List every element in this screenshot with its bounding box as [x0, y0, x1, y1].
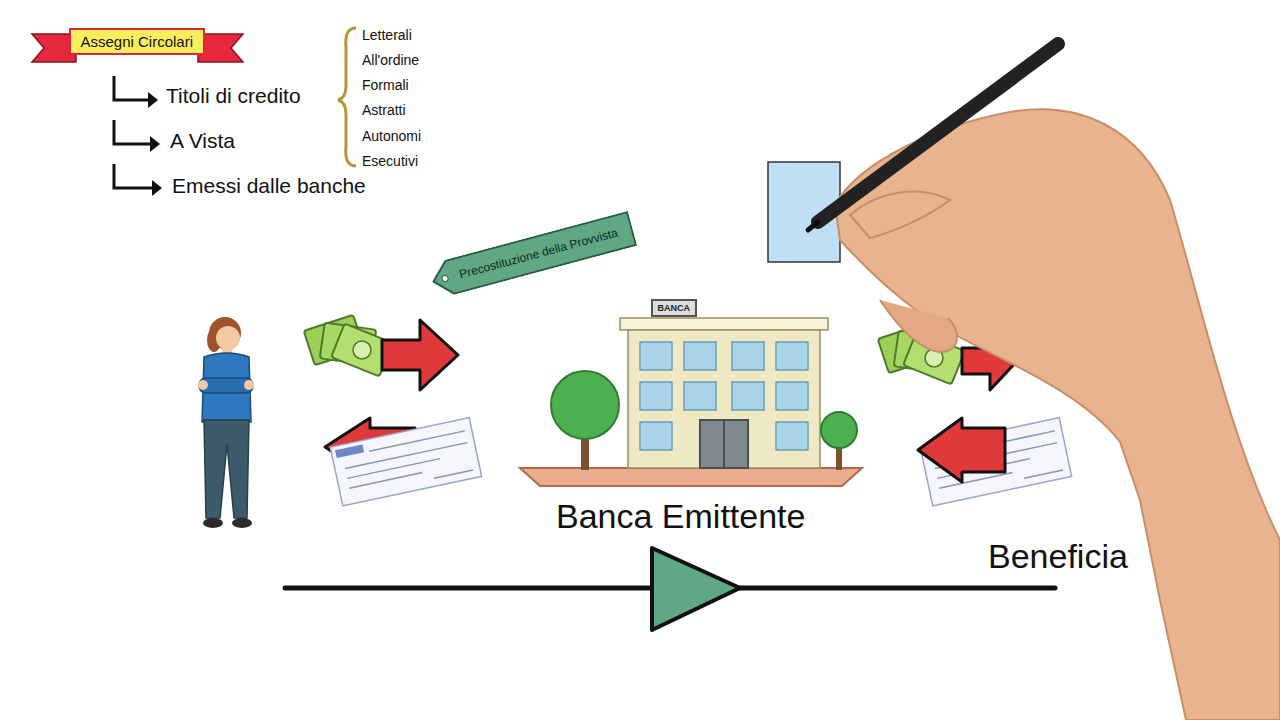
brace [338, 28, 356, 166]
door [700, 420, 748, 468]
trousers [204, 420, 249, 518]
list-item: Emessi dalle banche [172, 174, 366, 198]
tag-outline [429, 212, 636, 298]
window [640, 422, 672, 450]
window [684, 342, 716, 370]
shoe [203, 518, 223, 528]
window [640, 382, 672, 410]
hook-arrow [114, 76, 150, 100]
window [776, 342, 808, 370]
beneficiary-caption: Beneficia [988, 537, 1128, 576]
woman-figure [198, 317, 254, 528]
banner-title: Assegni Circolari [69, 28, 206, 55]
window [684, 382, 716, 410]
tree-crown [821, 412, 857, 448]
door-split [723, 420, 725, 468]
shoe [232, 518, 252, 528]
feature-item: Esecutivi [362, 153, 418, 169]
window [776, 382, 808, 410]
window [640, 342, 672, 370]
roof [620, 318, 828, 330]
arrow-head [152, 180, 162, 196]
window [732, 382, 764, 410]
feature-item: Autonomi [362, 128, 421, 144]
hook-arrow [114, 164, 154, 188]
finger [880, 300, 957, 352]
feature-item: Letterali [362, 27, 412, 43]
arrow-head [150, 136, 160, 152]
hook-arrow [114, 120, 152, 144]
money-stack [304, 315, 393, 377]
tag-hole [441, 275, 448, 282]
red-arrow [382, 320, 458, 390]
list-item: A Vista [170, 129, 235, 153]
crossed-arms [199, 378, 253, 393]
pen-tip [808, 222, 818, 230]
thumb [850, 192, 950, 238]
node-text: Assegni Circolari [81, 33, 194, 50]
drawing-hand [808, 44, 1280, 720]
ground [520, 468, 862, 486]
feature-item: Astratti [362, 102, 406, 118]
building [628, 330, 820, 468]
hand [244, 380, 254, 390]
hand [198, 380, 208, 390]
face [216, 326, 240, 350]
tree-crown [551, 371, 619, 439]
window [776, 422, 808, 450]
red-arrow [918, 418, 1005, 482]
hair [209, 317, 241, 349]
bank-illustration [520, 318, 862, 486]
cheque-paper [330, 418, 481, 506]
list-item: Titoli di credito [166, 84, 301, 108]
node-text: BANCA [658, 303, 691, 313]
arrow-head [148, 92, 158, 108]
feature-item: All'ordine [362, 52, 419, 68]
bank-sign: BANCA [651, 299, 698, 317]
cheque-logo [335, 444, 364, 458]
cheque-lines [343, 431, 474, 496]
play-triangle [652, 548, 740, 630]
coin-mark [353, 341, 371, 359]
bank-caption: Banca Emittente [556, 497, 805, 536]
provision-tag: Precostituzione della Provvista [427, 211, 637, 299]
cheque [330, 418, 481, 506]
hand [835, 109, 1280, 720]
feature-item: Formali [362, 77, 409, 93]
window [732, 342, 764, 370]
